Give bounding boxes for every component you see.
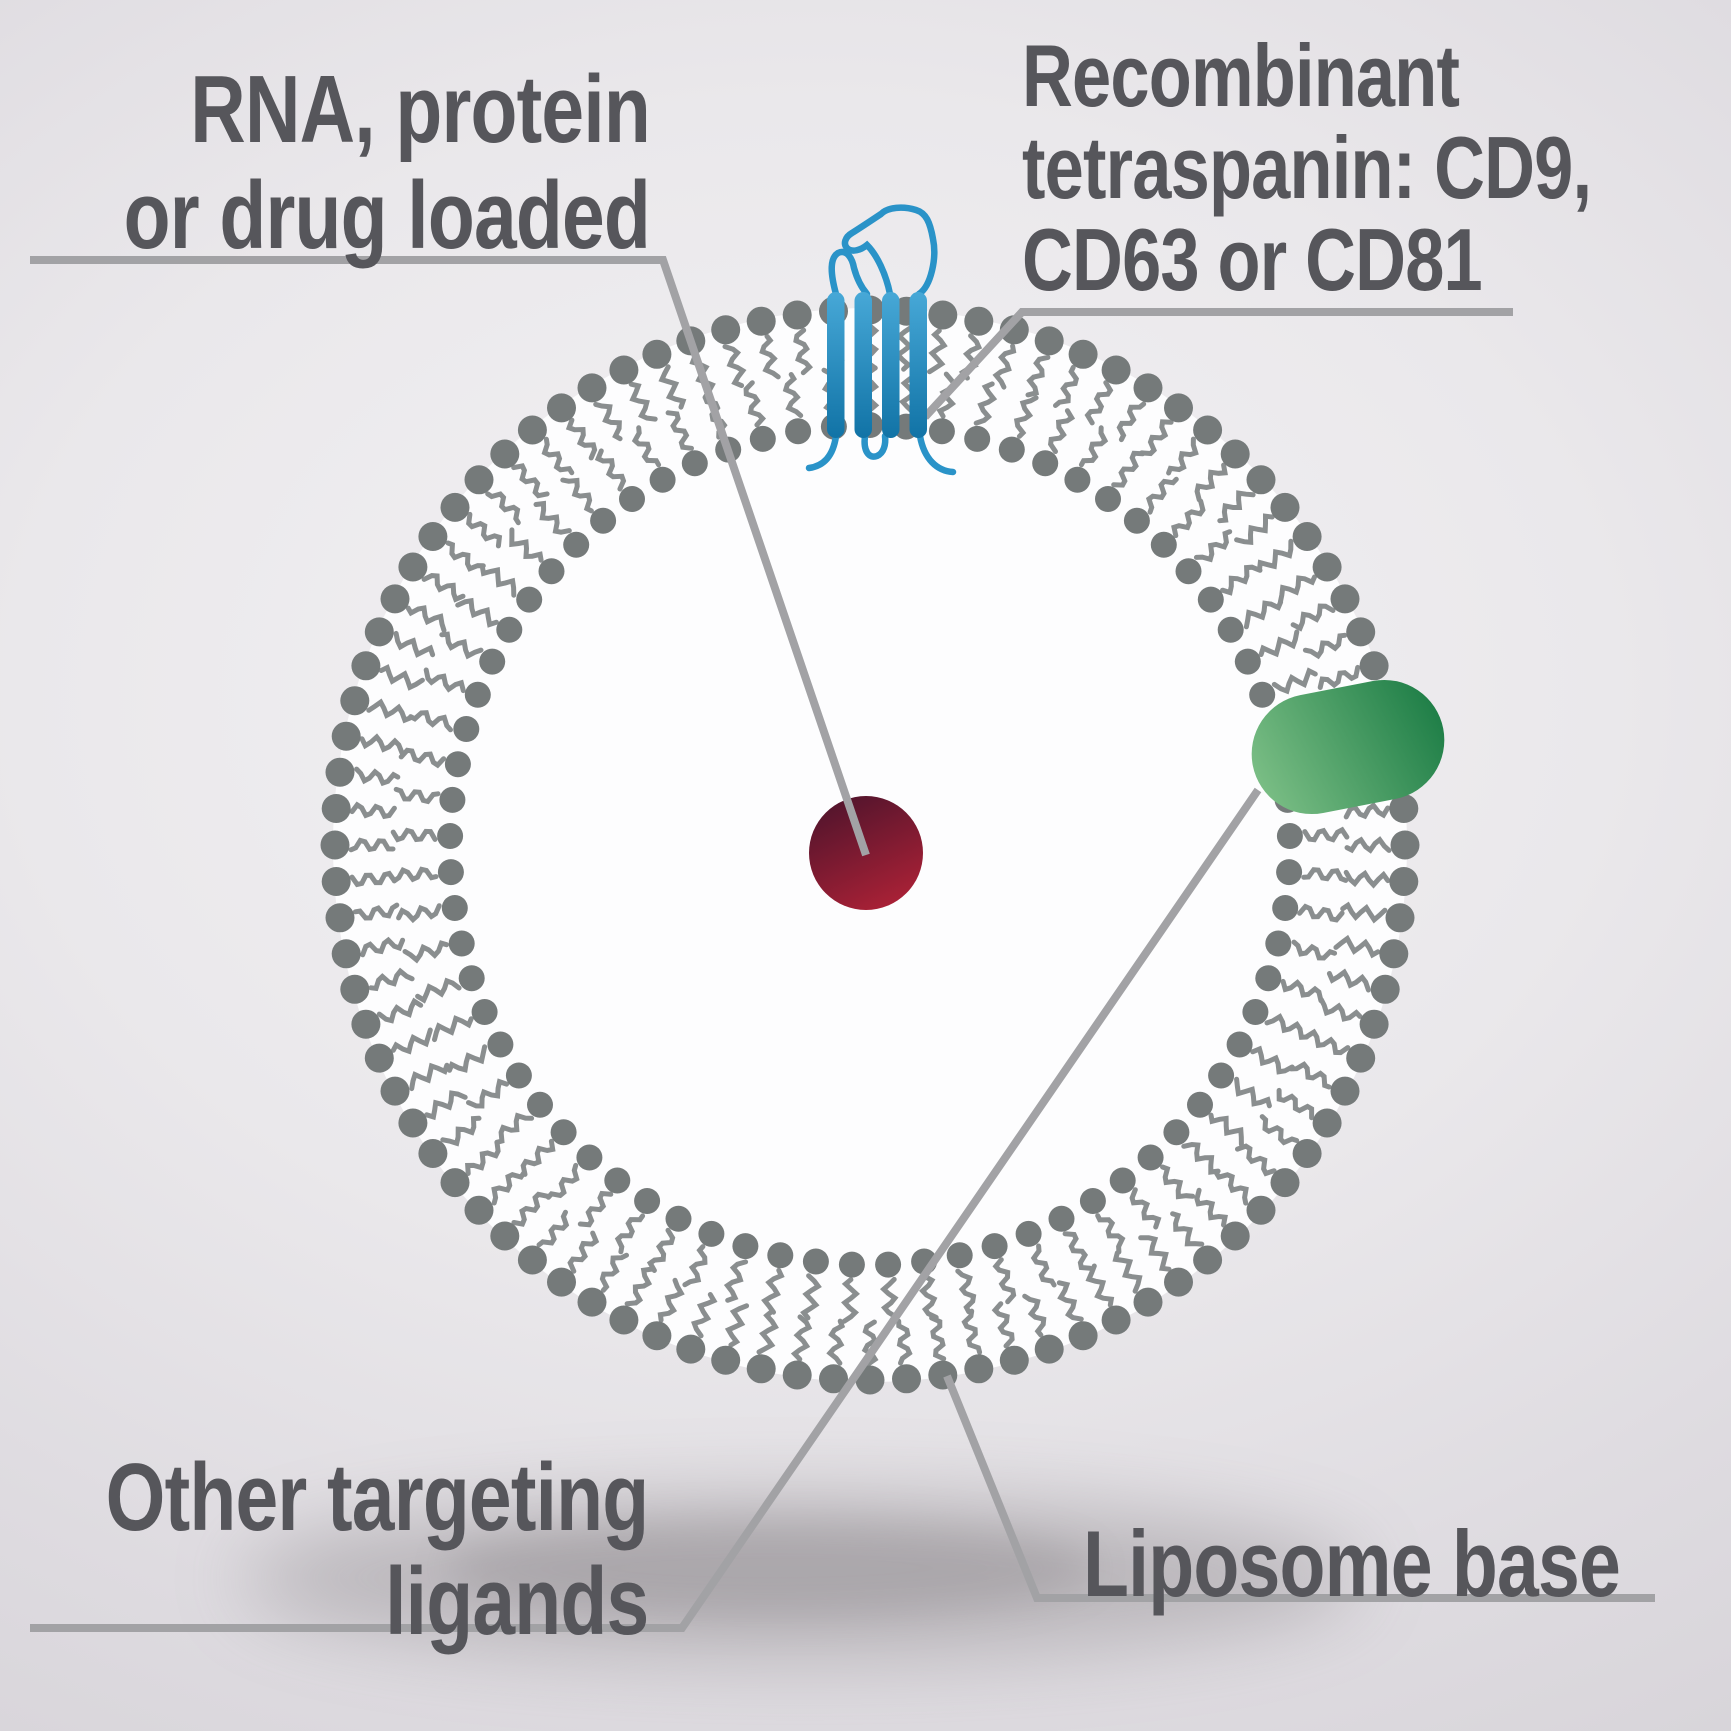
tetraspanin-loops: [805, 204, 957, 476]
liposome-label-line1: Liposome base: [1083, 1511, 1621, 1616]
ligands-label-line1: Other targeting: [105, 1444, 649, 1551]
leader-lines: [30, 256, 1655, 1632]
tetraspanin-tail-right: [916, 432, 957, 476]
tetraspanin-label: Recombinant tetraspanin: CD9, CD63 or CD…: [1022, 26, 1592, 309]
leader-line-liposome: [943, 1374, 1655, 1602]
tetraspanin-label-line3: CD63 or CD81: [1022, 210, 1483, 309]
liposome-label: Liposome base: [1083, 1511, 1621, 1616]
cargo-label-line2: or drug loaded: [123, 162, 651, 269]
ligands-label-line2: ligands: [384, 1548, 649, 1655]
tetraspanin-label-line1: Recombinant: [1022, 26, 1460, 125]
tetraspanin-helix: [882, 292, 900, 438]
targeting-ligand-capsule: [1251, 679, 1445, 815]
tetraspanin-tail-left: [805, 432, 840, 472]
tetraspanin-label-line2: tetraspanin: CD9,: [1022, 118, 1592, 217]
leader-line-cargo: [30, 256, 870, 857]
outer-leaflet-heads: [320, 295, 1420, 1395]
ground-shadow: [240, 1496, 1360, 1660]
tetraspanin-inner-loop: [861, 432, 889, 460]
cargo-label: RNA, protein or drug loaded: [123, 56, 651, 269]
tetraspanin-helices: [827, 292, 927, 438]
leader-line-ligands: [30, 787, 1262, 1632]
outer-leaflet-tails: [348, 323, 1392, 1367]
tetraspanin-protein: [805, 204, 957, 476]
inner-leaflet-tails: [390, 365, 1350, 1324]
tetraspanin-small-loop: [828, 248, 871, 298]
tetraspanin-helix: [827, 292, 845, 438]
cargo-label-line1: RNA, protein: [190, 56, 651, 163]
tetraspanin-large-loop: [841, 204, 938, 298]
tetraspanin-helix: [909, 292, 927, 438]
leader-line-tetraspanin: [922, 308, 1513, 420]
tetraspanin-helix: [854, 292, 872, 438]
ligands-label: Other targeting ligands: [105, 1444, 649, 1655]
